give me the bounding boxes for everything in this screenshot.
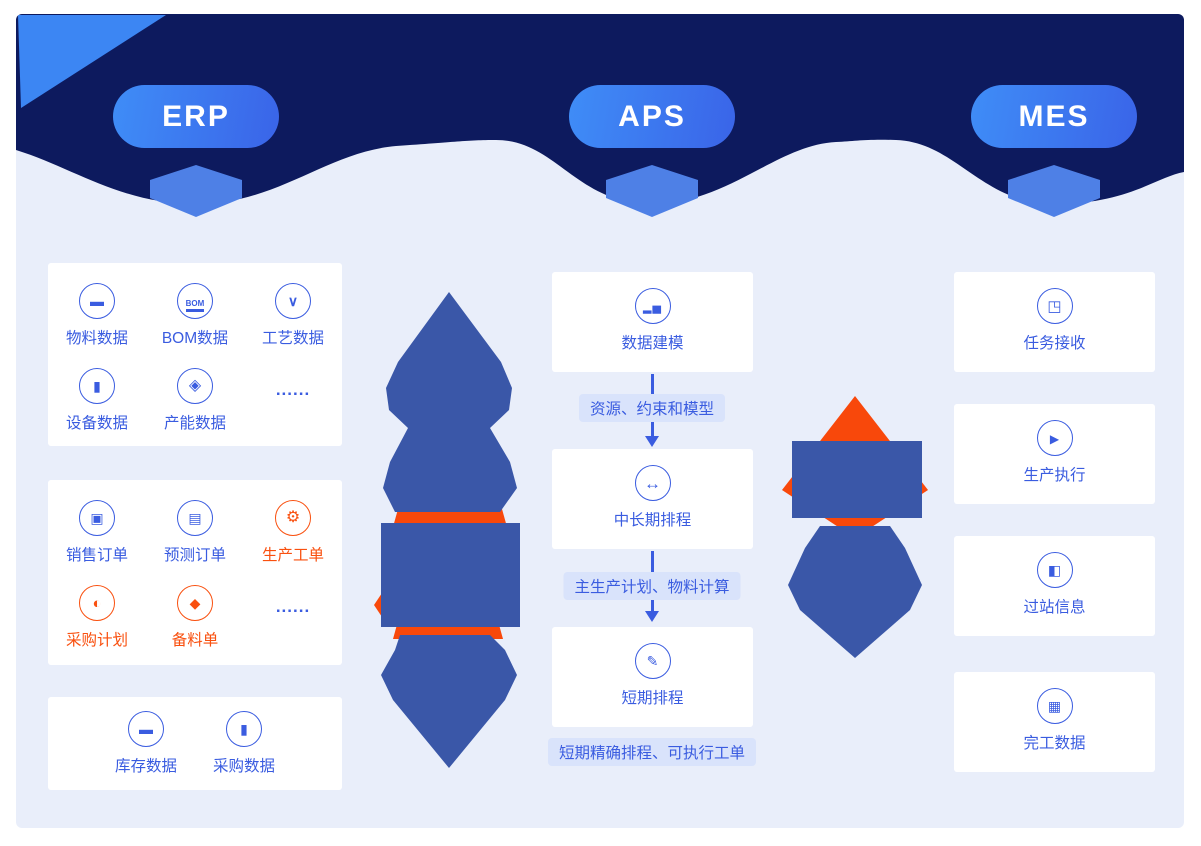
aps-step-card: 短期排程 xyxy=(552,627,753,727)
flow-label: 资源、约束和模型 xyxy=(578,394,726,422)
erp-down-chevron-icon xyxy=(150,165,242,217)
inventory-data-icon xyxy=(127,711,164,747)
list-item: 预测订单 xyxy=(146,500,244,585)
connector-pentagon xyxy=(381,635,517,768)
item-label: 工艺数据 xyxy=(261,330,324,347)
forecast-order-icon xyxy=(177,500,213,536)
data-modeling-icon xyxy=(634,288,671,324)
aps-pill-label: APS xyxy=(618,99,686,133)
aps-to-mes-connector-shape xyxy=(782,396,928,658)
ellipsis-label: ...... xyxy=(275,597,311,616)
list-item: ...... xyxy=(244,368,342,453)
connector-rect xyxy=(381,523,520,627)
flow-arrowhead-icon xyxy=(645,611,659,622)
list-item: 工艺数据 xyxy=(244,283,342,368)
item-label: 备料单 xyxy=(171,632,219,649)
list-item: BOM数据 xyxy=(146,283,244,368)
midterm-scheduling-icon xyxy=(634,465,671,501)
item-label: 预测订单 xyxy=(163,547,226,564)
step-label: 过站信息 xyxy=(1023,599,1086,616)
list-item: 采购数据 xyxy=(213,711,275,790)
shortterm-scheduling-icon xyxy=(634,643,671,679)
connector-tree-shape xyxy=(383,292,517,512)
connector-rect xyxy=(792,441,922,518)
erp-stock-card: 库存数据 采购数据 xyxy=(48,697,342,790)
connector-pentagon xyxy=(788,526,922,658)
material-prep-icon xyxy=(177,585,213,621)
item-label: 物料数据 xyxy=(65,330,128,347)
step-label: 生产执行 xyxy=(1023,467,1086,484)
list-item: 销售订单 xyxy=(48,500,146,585)
production-workorder-icon xyxy=(275,500,311,536)
flow-label: 短期精确排程、可执行工单 xyxy=(547,738,757,766)
list-item: 物料数据 xyxy=(48,283,146,368)
aps-pill: APS xyxy=(569,85,735,148)
aps-down-chevron-icon xyxy=(606,165,698,217)
equipment-data-icon xyxy=(79,368,115,404)
aps-step-card: 中长期排程 xyxy=(552,449,753,549)
step-label: 完工数据 xyxy=(1023,735,1086,752)
list-item: 采购计划 xyxy=(48,585,146,670)
erp-master-data-card: 物料数据 BOM数据 工艺数据 设备数据 产能数据 ...... xyxy=(48,263,342,446)
item-label: 生产工单 xyxy=(261,547,324,564)
procurement-data-icon xyxy=(226,711,262,747)
process-data-icon xyxy=(275,283,311,319)
step-label: 任务接收 xyxy=(1023,335,1086,352)
item-label: 库存数据 xyxy=(114,758,177,775)
mes-step-card: 生产执行 xyxy=(954,404,1155,504)
item-label: 设备数据 xyxy=(65,415,128,432)
item-label: BOM数据 xyxy=(161,330,229,347)
list-item: 库存数据 xyxy=(115,711,177,790)
step-label: 短期排程 xyxy=(621,690,684,707)
capacity-data-icon xyxy=(177,368,213,404)
material-data-icon xyxy=(79,283,115,319)
mes-pill-label: MES xyxy=(1018,99,1090,133)
list-item: ...... xyxy=(244,585,342,670)
erp-pill-label: ERP xyxy=(162,99,230,133)
flow-arrowhead-icon xyxy=(645,436,659,447)
mes-pill: MES xyxy=(971,85,1137,148)
bom-data-icon xyxy=(177,283,213,319)
list-item: 生产工单 xyxy=(244,500,342,585)
step-label: 中长期排程 xyxy=(613,512,692,529)
task-receive-icon xyxy=(1036,288,1073,324)
connector-orange-sliver-top xyxy=(393,509,507,527)
station-info-icon xyxy=(1036,552,1073,588)
ellipsis-label: ...... xyxy=(275,380,311,399)
list-item: 备料单 xyxy=(146,585,244,670)
item-label: 产能数据 xyxy=(163,415,226,432)
completion-data-icon xyxy=(1036,688,1073,724)
header-corner-triangle xyxy=(18,15,166,108)
mes-step-card: 任务接收 xyxy=(954,272,1155,372)
item-label: 采购数据 xyxy=(213,758,276,775)
mes-down-chevron-icon xyxy=(1008,165,1100,217)
production-exec-icon xyxy=(1036,420,1073,456)
list-item: 设备数据 xyxy=(48,368,146,453)
erp-pill: ERP xyxy=(113,85,279,148)
erp-orders-card: 销售订单 预测订单 生产工单 采购计划 备料单 ...... xyxy=(48,480,342,665)
flow-label: 主生产计划、物料计算 xyxy=(563,572,741,600)
sales-order-icon xyxy=(79,500,115,536)
connector-orange-bump xyxy=(374,593,382,617)
step-label: 数据建模 xyxy=(621,335,684,352)
item-label: 采购计划 xyxy=(65,632,128,649)
list-item: 产能数据 xyxy=(146,368,244,453)
purchase-plan-icon xyxy=(79,585,115,621)
mes-step-card: 过站信息 xyxy=(954,536,1155,636)
aps-step-card: 数据建模 xyxy=(552,272,753,372)
item-label: 销售订单 xyxy=(65,547,128,564)
mes-step-card: 完工数据 xyxy=(954,672,1155,772)
erp-to-aps-connector-shape xyxy=(374,292,520,768)
